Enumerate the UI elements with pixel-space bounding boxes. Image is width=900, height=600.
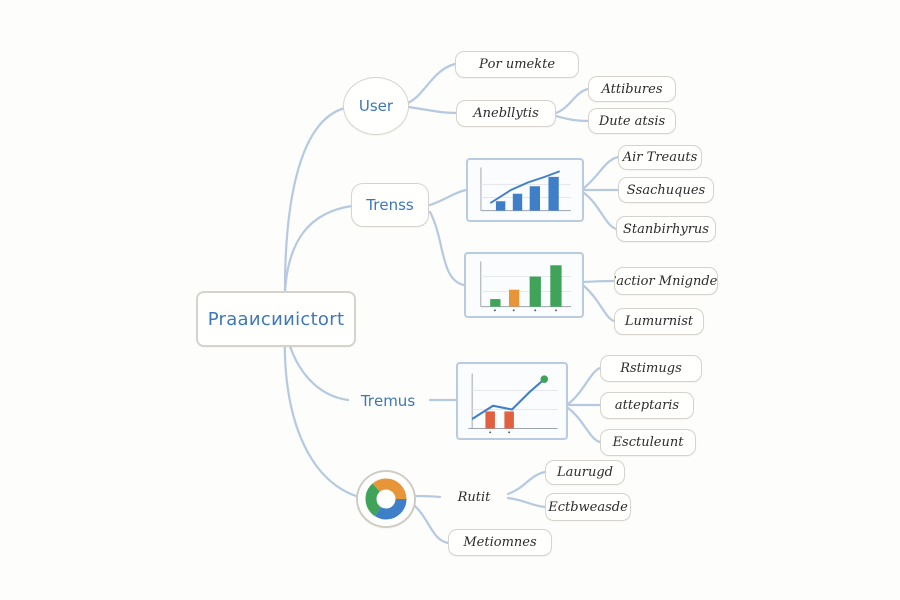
leaf-user-2[interactable]: Anebllytis — [456, 100, 556, 127]
donut-chart-icon — [365, 478, 407, 520]
root-node-label: Prааисииiсtоrt — [207, 308, 345, 330]
chart2-bar-1 — [490, 299, 501, 307]
chart-card-1[interactable] — [466, 158, 584, 222]
bar-chart-with-trend-line-icon — [480, 167, 571, 212]
connector-trends1-chart1 — [428, 188, 468, 207]
leaf-chart3-a[interactable]: Rstimugs — [600, 355, 702, 382]
leaf-chart2-a[interactable]: Cactior Mnigndeu — [614, 267, 718, 295]
chart3-line — [471, 378, 545, 420]
chart3-bar-2 — [504, 411, 514, 429]
leaf-label: Lumurnist — [624, 314, 694, 329]
connector-chart3-c — [566, 406, 602, 444]
connector-chart3-a — [566, 366, 602, 406]
leaf-label: Ectbweasde — [548, 499, 628, 515]
leaf-label: Metiomnes — [463, 535, 537, 550]
leaf-chart1-b[interactable]: Ssachuques — [618, 177, 714, 203]
chart3-bar-1 — [485, 411, 495, 429]
chart2-bar-2 — [508, 289, 520, 307]
connector-root-pie — [283, 328, 358, 498]
connector-root-trends1 — [283, 204, 354, 294]
connector-user-1 — [406, 62, 457, 105]
connector-user2-a — [554, 87, 590, 115]
leaf-pie-ectbweasde[interactable]: Ectbweasde — [545, 493, 631, 521]
branch-trends-2-label: Trеmus — [360, 392, 416, 410]
leaf-user-2a[interactable]: Attibures — [588, 76, 676, 102]
chart1-trend-line — [489, 170, 561, 204]
leaf-label: Anebllytis — [473, 106, 539, 121]
leaf-chart1-c[interactable]: Stanbirhyrus — [616, 216, 716, 242]
leaf-chart2-b[interactable]: Lumurnist — [614, 308, 704, 335]
leaf-label: Esctuleunt — [612, 435, 684, 450]
leaf-label: Rstimugs — [620, 361, 682, 376]
connector-trends1-chart2 — [428, 210, 466, 287]
branch-user[interactable]: User — [343, 77, 409, 135]
chart1-bar-2 — [512, 193, 523, 211]
connector-chart1-c — [582, 191, 618, 231]
leaf-label: Pоr umеktе — [478, 57, 556, 72]
connector-pie-metiomnes — [412, 503, 450, 545]
chart3-line-endpoint — [540, 375, 549, 383]
connector-chart2-a — [582, 279, 616, 284]
leaf-chart1-a[interactable]: Air Treauts — [618, 145, 702, 170]
chart2-bar-3 — [529, 276, 541, 307]
leaf-label: Cactior Mnigndeu — [615, 273, 718, 289]
connector-chart1-a — [582, 155, 620, 190]
connector-chart2-b — [582, 284, 616, 323]
colored-bar-chart-icon — [480, 261, 571, 312]
leaf-label: Rutit — [457, 489, 491, 505]
connector-root-user — [283, 106, 347, 292]
leaf-label: Laurugd — [557, 465, 613, 480]
connector-user2-b — [554, 114, 590, 123]
root-node[interactable]: Prааисииiсtоrt — [196, 291, 356, 347]
leaf-pie-metiomnes[interactable]: Metiomnes — [448, 529, 552, 556]
leaf-label: atteptaris — [614, 398, 680, 413]
chart1-bar-4 — [548, 176, 559, 211]
connector-rutit-a — [506, 470, 547, 496]
connector-user-2 — [406, 105, 458, 115]
branch-user-label: User — [358, 97, 394, 115]
branch-trends-1[interactable]: Trеnss — [351, 183, 429, 227]
bar-and-line-chart-icon — [468, 373, 558, 434]
leaf-label: Stanbirhyrus — [623, 221, 709, 237]
leaf-label: Attibures — [601, 81, 663, 97]
chart1-bar-3 — [529, 186, 540, 211]
branch-trends-1-label: Trеnss — [366, 196, 414, 214]
leaf-pie-laurugd[interactable]: Laurugd — [545, 460, 625, 485]
leaf-label: Air Treauts — [622, 150, 698, 165]
chart2-bar-4 — [550, 265, 562, 307]
leaf-pie-rutit[interactable]: Rutit — [440, 484, 508, 510]
branch-pie[interactable] — [356, 470, 416, 528]
leaf-user-1[interactable]: Pоr umеktе — [455, 51, 579, 78]
leaf-chart3-b[interactable]: atteptaris — [600, 392, 694, 419]
leaf-label: Dute atsis — [598, 113, 666, 129]
leaf-label: Ssachuques — [626, 182, 706, 198]
connector-pie-rutit — [414, 494, 442, 499]
leaf-user-2b[interactable]: Dute atsis — [588, 108, 676, 134]
chart-card-2[interactable] — [464, 252, 584, 318]
chart-card-3[interactable] — [456, 362, 568, 440]
leaf-chart3-c[interactable]: Esctuleunt — [600, 429, 696, 456]
connector-rutit-b — [506, 496, 547, 509]
chart1-bar-1 — [495, 201, 506, 211]
branch-trends-2[interactable]: Trеmus — [346, 382, 430, 420]
